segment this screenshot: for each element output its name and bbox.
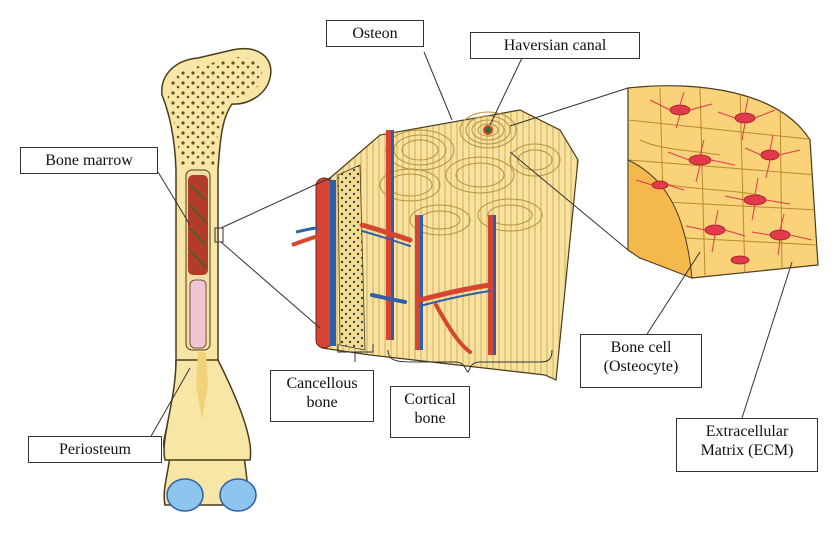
label-cancellous-bone-line2: bone [277,393,367,412]
label-bone-marrow: Bone marrow [20,147,158,174]
long-bone [162,49,271,511]
label-ecm-line1: Extracellular [683,422,811,441]
leader-osteon [424,52,452,120]
label-periosteum: Periosteum [28,436,162,463]
label-osteon-text: Osteon [333,24,417,43]
label-cortical-bone: Cortical bone [390,386,470,438]
outer-artery [316,178,332,348]
articular-cartilage-left [167,479,203,511]
leader-ecm-zoom-top [510,88,628,126]
label-bone-cell-line1: Bone cell [587,338,695,357]
label-osteon: Osteon [326,20,424,47]
bone-tissue-block [292,110,578,380]
ecm-osteocyte-block [628,86,818,278]
label-haversian-canal: Haversian canal [470,32,640,59]
leader-zoom-top [221,178,330,228]
haversian-canal-opening [484,126,492,134]
label-cancellous-bone-line1: Cancellous [277,374,367,393]
label-cancellous-bone: Cancellous bone [270,370,374,422]
label-bone-cell: Bone cell (Osteocyte) [580,334,702,388]
label-haversian-canal-text: Haversian canal [477,36,633,55]
bone-head-spongy [168,57,262,165]
cancellous-bone-strip [338,165,365,350]
label-bone-cell-line2: (Osteocyte) [587,357,695,376]
label-ecm-line2: Matrix (ECM) [683,441,811,460]
leader-zoom-bottom [221,242,320,328]
label-bone-marrow-text: Bone marrow [27,151,151,170]
label-cortical-bone-line2: bone [397,409,463,428]
label-cortical-bone-line1: Cortical [397,390,463,409]
articular-cartilage-right [220,479,256,511]
outer-vein [330,180,336,346]
yellow-marrow-region [190,280,206,348]
leader-ecm [742,262,792,418]
label-periosteum-text: Periosteum [35,440,155,459]
label-ecm: Extracellular Matrix (ECM) [676,418,818,472]
